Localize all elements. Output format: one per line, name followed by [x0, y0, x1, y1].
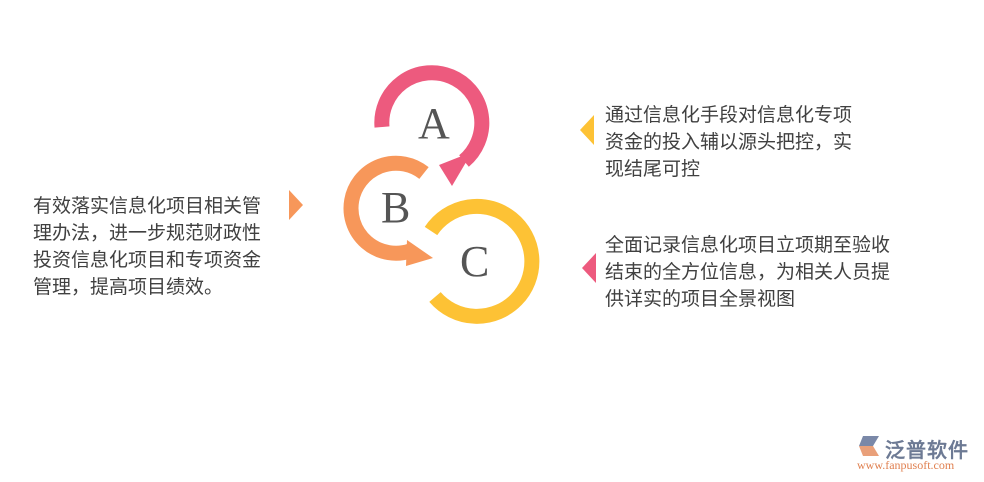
left-description: 有效落实信息化项目相关管理办法，进一步规范财政性投资信息化项目和专项资金管理，提…	[33, 195, 262, 298]
logo-icon	[859, 436, 879, 456]
logo-name: 泛普软件	[885, 438, 969, 462]
letter-c: C	[460, 237, 489, 286]
pointer-right-top	[580, 115, 594, 145]
pointer-left	[289, 190, 303, 220]
letter-b: B	[381, 183, 410, 232]
arc-c	[424, 198, 540, 324]
arrow-b	[406, 240, 433, 266]
right-top-description: 通过信息化手段对信息化专项资金的投入辅以源头把控，实现结尾可控	[605, 104, 853, 180]
arc-a	[374, 65, 490, 167]
arc-b	[343, 155, 429, 261]
right-bottom-description: 全面记录信息化项目立项期至验收结束的全方位信息，为相关人员提供详实的项目全景视图	[605, 234, 891, 310]
logo-url: www.fanpusoft.com	[857, 458, 955, 472]
letter-a: A	[418, 99, 450, 148]
arrow-a	[439, 152, 472, 186]
pointer-right-bottom	[582, 253, 596, 283]
